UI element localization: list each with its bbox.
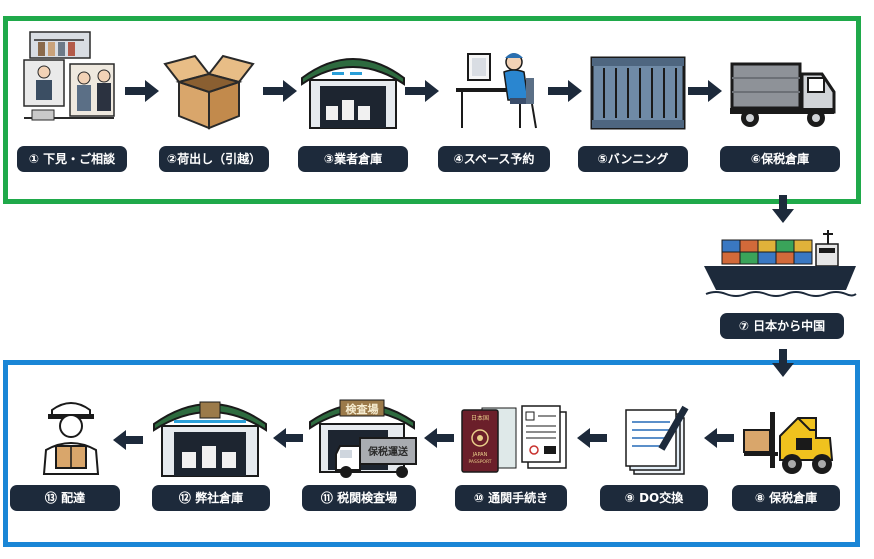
japan-process-frame [3, 16, 861, 204]
delivery-truck-icon [730, 62, 836, 127]
company-warehouse-icon [153, 401, 267, 477]
customs-inspection-icon: 検査場 保税運送 [309, 399, 417, 478]
flow-arrow-right [125, 80, 159, 102]
warehouse-icon [301, 58, 405, 129]
flow-arrow-right [263, 80, 297, 102]
step-label-do-exchange: ⑨ DO交換 [600, 485, 708, 511]
step-label-japan-to-china: ⑦ 日本から中国 [720, 313, 844, 339]
step-label-bonded-warehouse-cn: ⑧ 保税倉庫 [732, 485, 840, 511]
passport-country-text: 日本国 [471, 414, 489, 422]
step-label-bonded-warehouse-jp: ⑥保税倉庫 [720, 146, 840, 172]
flow-arrow-down [772, 349, 794, 377]
china-process-frame [3, 360, 860, 547]
step-label-customs-inspection: ⑪ 税関検査場 [302, 485, 416, 511]
flow-arrow-down [772, 195, 794, 223]
computer-operator-icon [456, 53, 537, 129]
step-label-packing: ②荷出し（引越） [159, 146, 269, 172]
step-label-company-warehouse: ⑫ 弊社倉庫 [152, 485, 270, 511]
step-label-contractor-warehouse: ③業者倉庫 [298, 146, 408, 172]
flow-arrow-left [424, 428, 454, 448]
delivery-person-icon [42, 402, 100, 475]
shipping-container-icon [590, 56, 686, 130]
open-box-icon [163, 54, 255, 130]
step-label-space-reservation: ④スペース予約 [438, 146, 550, 172]
step-label-delivery: ⑬ 配達 [10, 485, 120, 511]
flow-arrow-left [577, 428, 607, 448]
step-label-consultation: ① 下見・ご相談 [17, 146, 127, 172]
consultation-icon [23, 31, 115, 121]
flow-arrow-left [273, 428, 303, 448]
passport-word-japan: JAPAN [472, 452, 488, 458]
cargo-ship-icon [704, 230, 857, 297]
flow-arrow-right [688, 80, 722, 102]
passport-documents-icon: 日本国 JAPAN PASSPORT [461, 405, 567, 473]
forklift-icon [743, 412, 834, 474]
flow-arrow-left [704, 428, 734, 448]
step-label-customs-clearance: ⑩ 通関手続き [455, 485, 567, 511]
step-label-vanning: ⑤バンニング [578, 146, 688, 172]
flow-arrow-right [548, 80, 582, 102]
passport-word-passport: PASSPORT [468, 459, 491, 465]
document-pen-icon [625, 405, 689, 475]
inspection-sign: 検査場 [346, 402, 379, 416]
truck-side-text: 保税運送 [367, 445, 409, 458]
flow-arrow-right [405, 80, 439, 102]
flow-arrow-left [113, 430, 143, 450]
